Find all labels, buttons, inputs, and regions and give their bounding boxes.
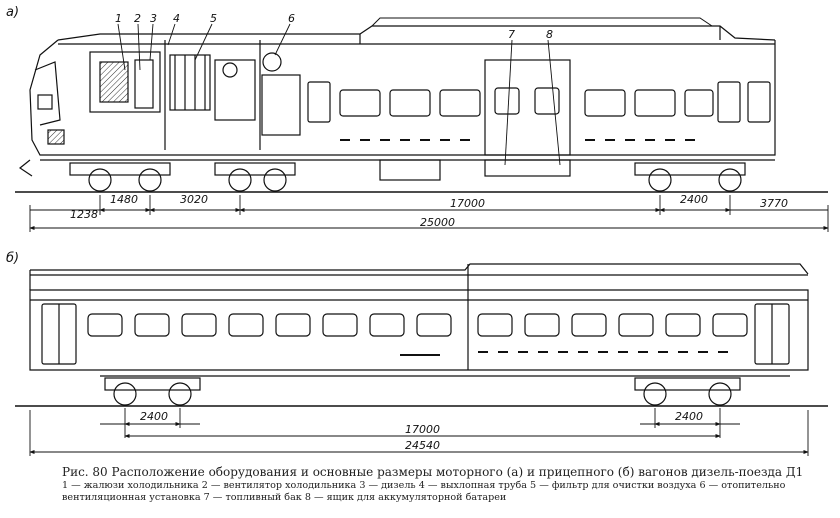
trailer-car-drawing: б) bbox=[6, 251, 828, 407]
trailer-bogie-right bbox=[634, 377, 741, 406]
motor-bogie-mid bbox=[214, 162, 296, 192]
vestibule bbox=[484, 59, 571, 156]
dim-2400-b-right: 2400 bbox=[675, 410, 703, 423]
dim-2400-a: 2400 bbox=[680, 193, 708, 206]
dimensions-b bbox=[29, 408, 809, 456]
motor-car-roof bbox=[57, 25, 776, 41]
figure-caption: Рис. 80 Расположение оборудования и осно… bbox=[62, 466, 832, 504]
callout-3: 3 bbox=[150, 12, 157, 25]
dim-3770: 3770 bbox=[760, 197, 788, 210]
callout-8: 8 bbox=[546, 28, 553, 41]
callout-5: 5 bbox=[210, 12, 217, 25]
dim-24540: 24540 bbox=[405, 439, 440, 452]
panel-b-label: б) bbox=[6, 251, 19, 266]
dim-2400-b-left: 2400 bbox=[140, 410, 168, 423]
equipment-cabinet bbox=[214, 59, 256, 121]
callout-7: 7 bbox=[508, 28, 515, 41]
trailer-bogie-left bbox=[104, 377, 201, 406]
fuel-tank bbox=[484, 159, 571, 177]
engine-block bbox=[89, 51, 161, 113]
motor-car-body bbox=[29, 39, 776, 156]
motor-bogie-front bbox=[69, 162, 171, 192]
dim-17000-a: 17000 bbox=[450, 197, 485, 210]
callout-1: 1 bbox=[115, 12, 122, 25]
dim-3020: 3020 bbox=[180, 193, 208, 206]
callout-4: 4 bbox=[173, 12, 180, 25]
dim-25000: 25000 bbox=[420, 216, 455, 229]
trailer-car-body bbox=[29, 289, 809, 371]
heating-unit bbox=[262, 52, 282, 72]
door bbox=[307, 81, 331, 123]
battery-box bbox=[379, 159, 441, 181]
dimensions-a bbox=[29, 195, 829, 232]
dim-1238: 1238 bbox=[70, 208, 98, 221]
caption-legend: 1 — жалюзи холодильника 2 — вентилятор х… bbox=[62, 480, 786, 503]
trailer-bogie-a bbox=[634, 162, 746, 192]
trailer-car-roof bbox=[30, 263, 809, 275]
cab-front-window bbox=[34, 61, 61, 126]
callout-labels: 1 2 3 4 5 6 7 8 bbox=[115, 12, 553, 41]
caption-title: Рис. 80 Расположение оборудования и осно… bbox=[62, 465, 804, 479]
dim-1480: 1480 bbox=[110, 193, 138, 206]
motor-car-drawing: а) bbox=[6, 5, 828, 193]
radiator bbox=[169, 54, 211, 111]
panel-a-label: а) bbox=[6, 5, 19, 20]
dim-17000-b: 17000 bbox=[405, 423, 440, 436]
callout-6: 6 bbox=[288, 12, 295, 25]
callout-2: 2 bbox=[134, 12, 141, 25]
